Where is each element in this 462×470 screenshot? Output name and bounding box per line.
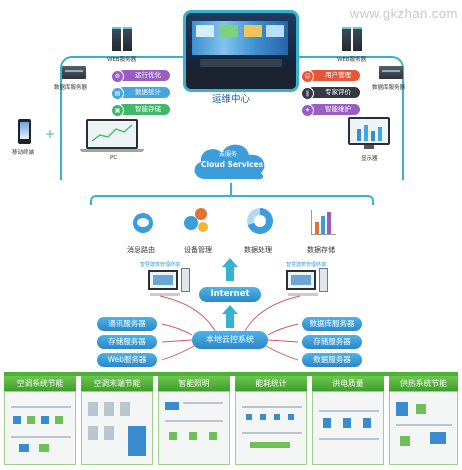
tab-ac-terminal-saving: 空调末端节能 [81,376,153,391]
function-label-device-management: 设备管理 [184,246,212,254]
local-cloud-control-system: 本地云控系统 [192,331,268,349]
pill-expert-evaluation: ǁ 专家评价 [301,87,360,100]
web-server-label-left: WEB服务器 [107,57,137,63]
watermark-text: www.gkzhan.com [349,6,458,21]
terminal-left-label: 智慧建筑管理终端 [140,262,181,268]
database-server-icon [379,66,403,79]
service-database-server: 数据库服务器 [302,317,362,331]
service-data-server: 数据服务器 [302,353,362,367]
cloud-stem [230,183,232,197]
arrow-stem [226,314,234,328]
web-server-label-right: WEB服务器 [337,57,367,63]
tab-energy-statistics: 能耗统计 [235,376,307,391]
terminal-right-tower [319,268,328,292]
functions-bracket [90,195,374,205]
user-icon: ☺ [301,70,314,83]
web-server-icon [112,27,121,51]
pill-run-optimization: ⚙ 运行优化 [111,70,170,83]
storage-icon: ▣ [111,104,124,117]
internet-label: Internet [199,287,261,302]
panel-smart-lighting [158,391,230,465]
cloud-title-en: Cloud Services [201,160,264,169]
control-room-image [183,10,299,92]
monitor-icon [348,117,390,145]
panel-ac-terminal [81,391,153,465]
keyboard-icon [150,293,180,296]
service-storage-server-left: 存储服务器 [97,335,157,349]
tab-heating-system-saving: 供热系统节能 [389,376,458,391]
mobile-terminal-label: 移动终端 [12,150,35,156]
function-label-message-routing: 消息路由 [127,246,155,254]
pill-user-management: ☺ 用户管理 [301,70,360,83]
pause-icon: ǁ [301,87,314,100]
chart-icon: ▤ [111,87,124,100]
web-server-icon [123,27,132,51]
keyboard-icon [288,293,318,296]
message-routing-icon [133,213,153,233]
db-server-label-right: 数据库服务器 [372,85,406,91]
terminal-left-icon [148,270,178,290]
terminal-right-label: 智慧建筑管理终端 [286,262,327,268]
display-label: 显示器 [361,156,378,162]
service-web-server: Web服务器 [97,353,157,367]
terminal-left-tower [181,268,190,292]
function-label-data-processing: 数据处理 [244,246,272,254]
pill-smart-maintenance: ✦ 智能维护 [301,104,360,117]
pc-label: PC [110,155,118,161]
pill-data-statistics: ▤ 数据统计 [111,87,170,100]
monitor-stand [364,145,374,149]
cloud-title-cn: 云服务 [219,151,238,158]
tab-power-quality: 供电质量 [312,376,384,391]
device-management-icon [184,208,210,234]
cloud-icon [194,144,265,180]
tab-ac-system-saving: 空调系统节能 [4,376,76,391]
pill-smart-storage: ▣ 智能存储 [111,104,170,117]
panel-ac-system [4,391,76,465]
function-label-data-storage: 数据存储 [307,246,335,254]
web-server-icon [353,27,362,51]
mobile-phone-icon [18,119,31,144]
plus-sign: + [45,127,56,141]
laptop-base [80,149,144,152]
wrench-icon: ✦ [301,104,314,117]
bottom-frame-line [4,372,458,376]
terminal-right-icon [286,270,316,290]
database-server-icon [62,66,86,79]
arrow-up-icon [222,258,238,267]
web-server-icon [342,27,351,51]
arrow-up-icon [222,305,238,314]
laptop-icon [86,119,138,149]
tab-smart-lighting: 智能照明 [158,376,230,391]
db-server-label-left: 数据库服务器 [54,85,88,91]
panel-heating-system [389,391,458,465]
panel-energy-statistics [235,391,307,465]
service-communication-server: 通讯服务器 [97,317,157,331]
ops-center-label: 运维中心 [212,94,251,105]
gear-icon: ⚙ [111,70,124,83]
arrow-stem [226,267,234,281]
data-processing-icon [247,208,273,234]
data-storage-icon [311,210,336,235]
panel-power-quality [312,391,384,465]
service-storage-server-right: 存储服务器 [302,335,362,349]
